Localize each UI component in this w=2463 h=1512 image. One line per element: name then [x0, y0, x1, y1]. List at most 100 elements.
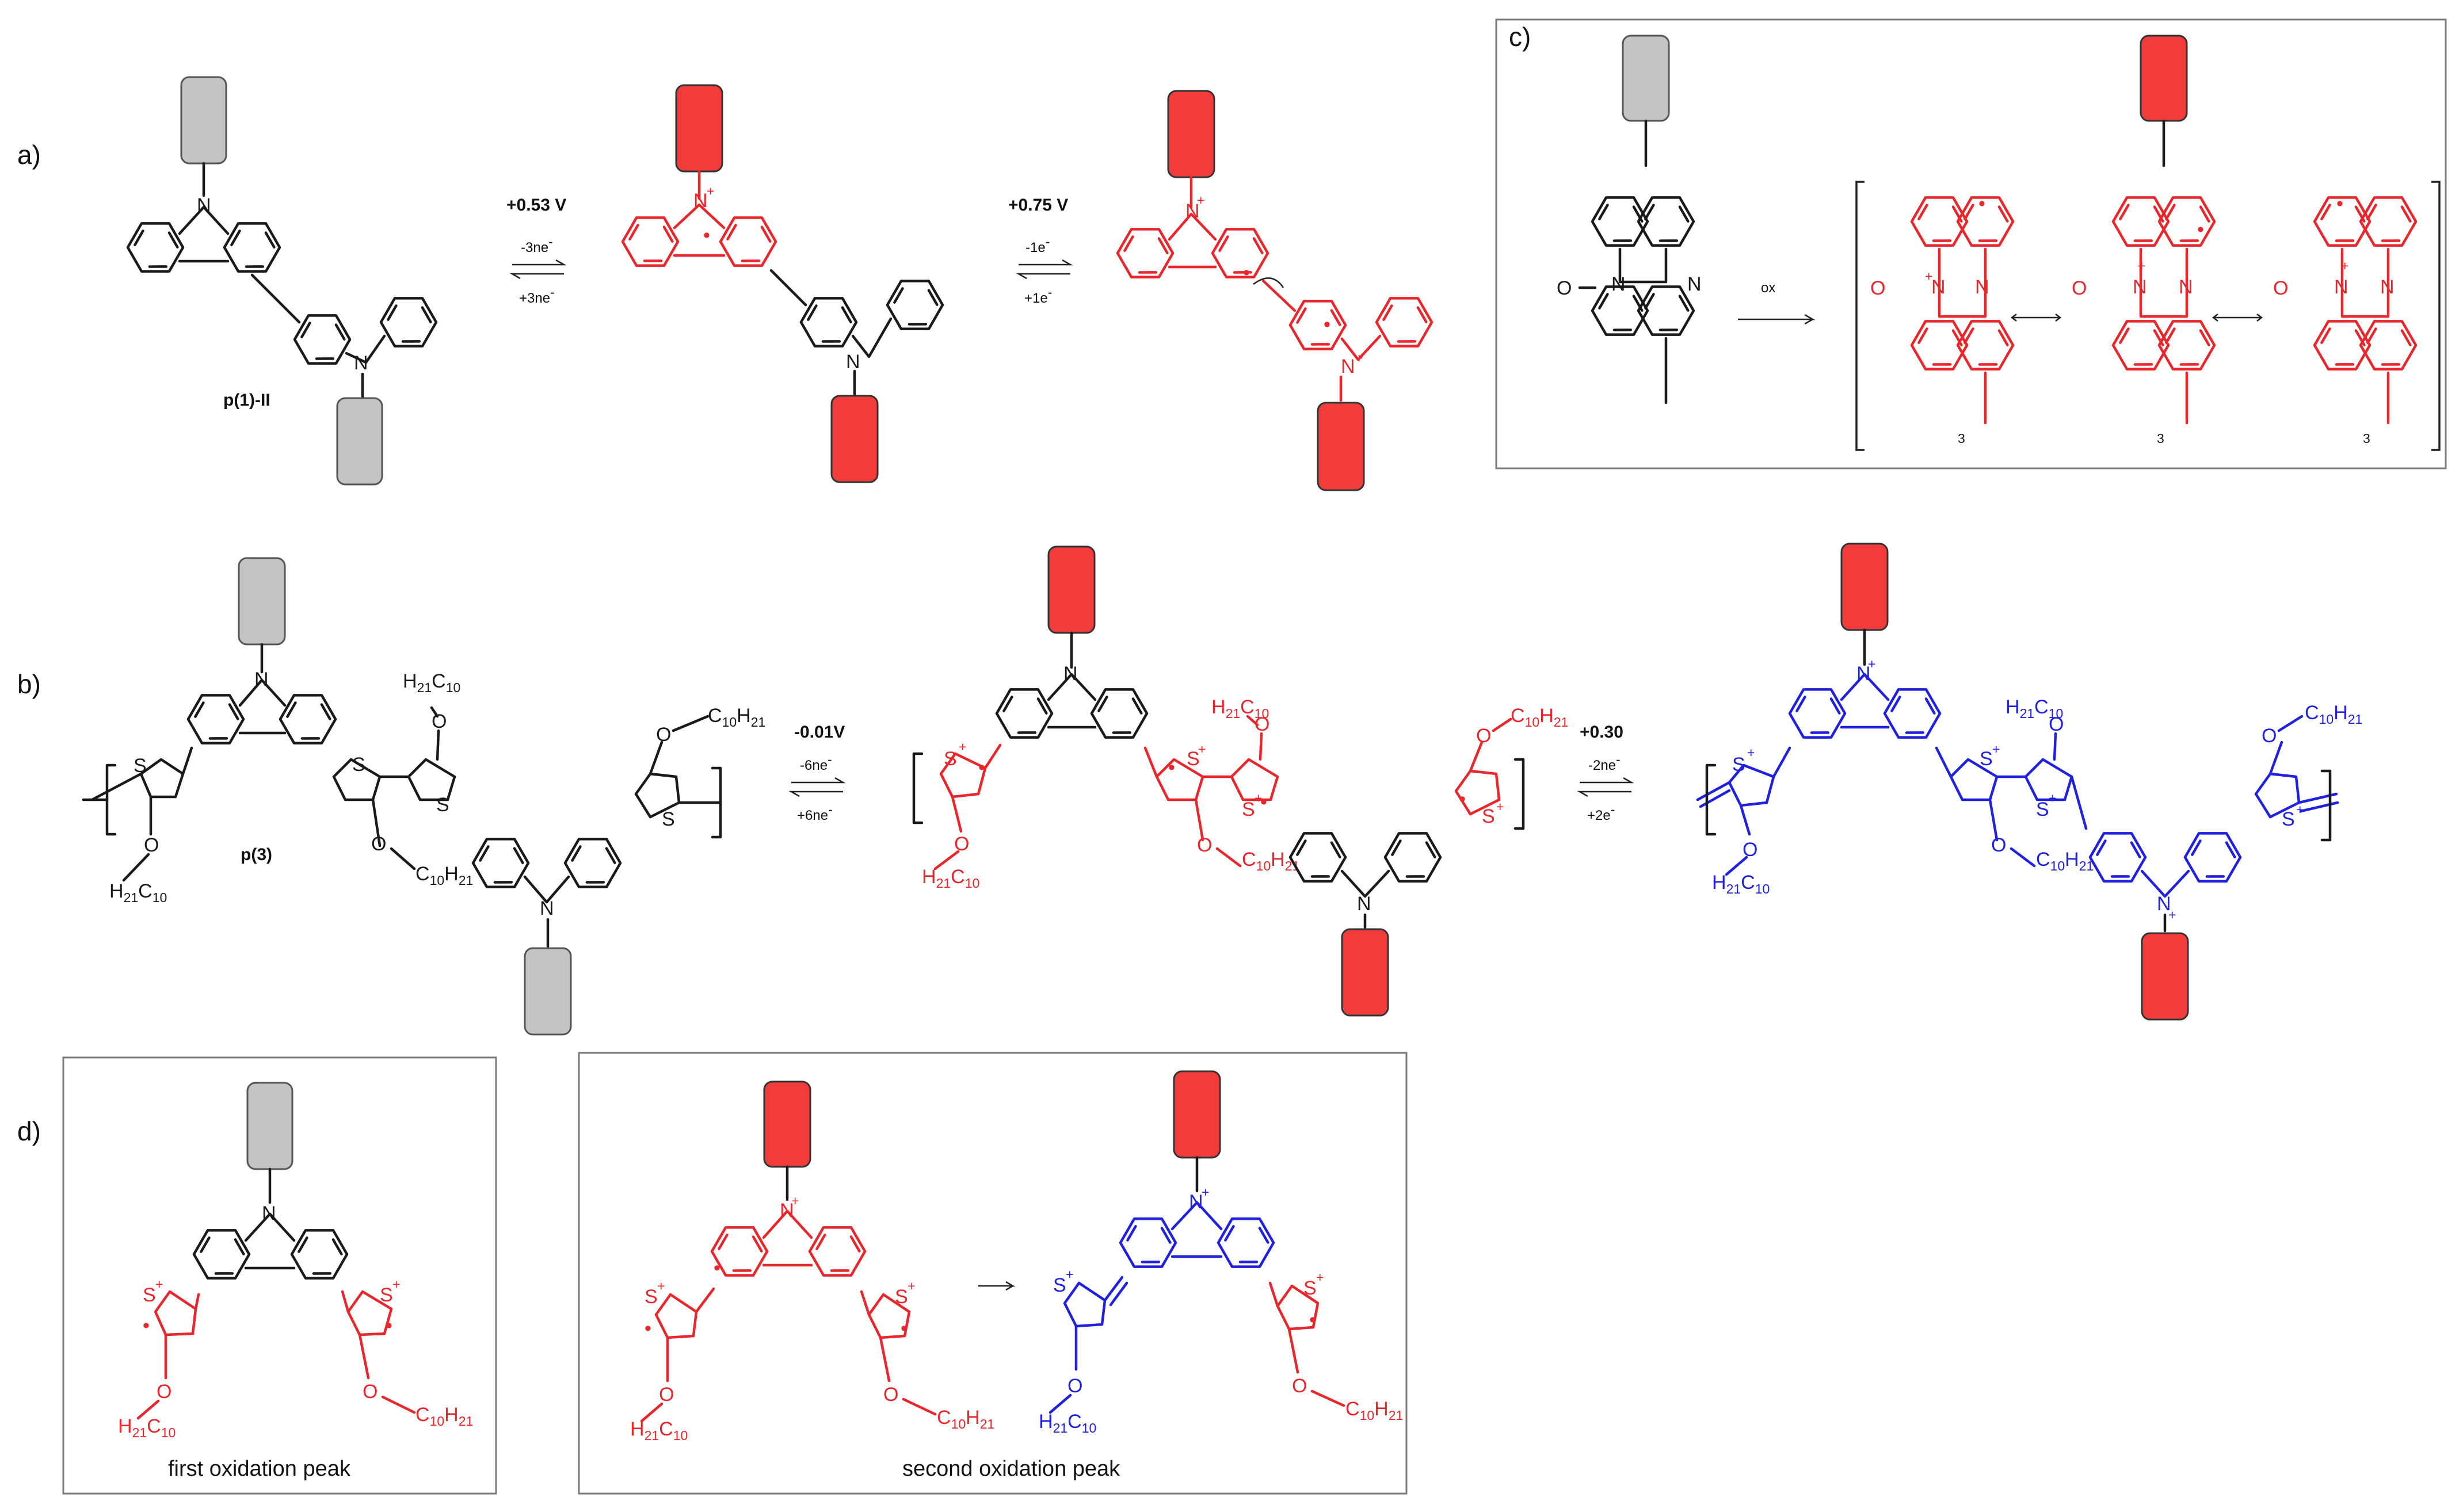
- polymer-bead-red: [1341, 928, 1389, 1017]
- carbazole-b1-top: [181, 678, 342, 755]
- svg-text:O: O: [144, 834, 159, 856]
- svg-text:S: S: [662, 808, 675, 830]
- equilibrium-arrow: [1577, 777, 1634, 797]
- svg-text:•: •: [714, 1257, 720, 1279]
- svg-text:N: N: [780, 1200, 794, 1221]
- carbazole-b3-bottom: [2083, 822, 2247, 898]
- svg-text:H21C10: H21C10: [403, 670, 460, 695]
- panel-d1-box: [62, 1056, 497, 1495]
- electron-step: -1e-: [1025, 234, 1050, 255]
- svg-text:O: O: [1557, 277, 1572, 299]
- svg-text:S: S: [2282, 808, 2295, 830]
- bracket-right: [2320, 769, 2332, 842]
- svg-text:S: S: [436, 794, 449, 816]
- thiophene-b1-right: [634, 740, 721, 819]
- svg-text:+: +: [1316, 1270, 1324, 1285]
- svg-text:+: +: [1355, 350, 1363, 365]
- reaction-arrow: [978, 1281, 1016, 1291]
- electron-step: -2ne-: [1588, 752, 1621, 773]
- svg-text:H21C10: H21C10: [109, 880, 167, 905]
- thiophene-b3-left: [1696, 746, 1791, 836]
- svg-text:S: S: [1303, 1277, 1317, 1299]
- svg-text:•: •: [1168, 757, 1175, 778]
- svg-text:C10H21: C10H21: [2036, 849, 2094, 873]
- polymer-bead-red: [830, 395, 879, 483]
- svg-text:O: O: [656, 724, 671, 746]
- polymer-bead-gray: [336, 397, 383, 486]
- svg-text:N: N: [2157, 893, 2171, 915]
- svg-text:+: +: [155, 1277, 163, 1292]
- svg-text:+: +: [657, 1278, 665, 1293]
- svg-text:H21C10: H21C10: [922, 866, 979, 891]
- thiophene-d2-left: [654, 1287, 715, 1383]
- svg-text:C10H21: C10H21: [1345, 1398, 1403, 1423]
- thiophene-b3-mid: [1935, 732, 2088, 842]
- thiophene-b2-right: [1454, 740, 1501, 816]
- svg-text:•: •: [1309, 1309, 1316, 1331]
- svg-text:•: •: [703, 224, 710, 246]
- svg-text:S: S: [1482, 805, 1495, 827]
- svg-text:C10H21: C10H21: [708, 705, 765, 730]
- polymer-bead-red: [1840, 543, 1889, 631]
- svg-text:•: •: [1324, 314, 1330, 335]
- svg-text:S: S: [2036, 799, 2049, 820]
- svg-text:C10H21: C10H21: [1511, 705, 1568, 730]
- potential-label: +0.30: [1580, 723, 1623, 742]
- svg-text:C10H21: C10H21: [1242, 849, 1299, 873]
- svg-text:•: •: [2197, 219, 2204, 240]
- svg-text:N: N: [354, 352, 368, 374]
- svg-text:H21C10: H21C10: [118, 1415, 176, 1440]
- thiophene-b3-right: [2254, 740, 2339, 819]
- svg-text:O: O: [883, 1384, 898, 1406]
- svg-text:S: S: [1187, 748, 1200, 770]
- svg-text:H21C10: H21C10: [630, 1418, 688, 1443]
- svg-text:S: S: [944, 748, 957, 770]
- electron-step: +2e-: [1587, 802, 1615, 823]
- svg-text:+: +: [1197, 193, 1204, 208]
- thiophene-d1-left: [154, 1290, 200, 1380]
- svg-text:O: O: [2072, 277, 2087, 299]
- svg-text:+: +: [1925, 269, 1932, 284]
- svg-text:N: N: [2133, 276, 2147, 298]
- potential-label: +0.53 V: [506, 196, 566, 215]
- thiophene-b1-mid: [332, 729, 456, 847]
- bracket-right: [1513, 758, 1525, 830]
- svg-text:+: +: [707, 184, 714, 198]
- polymer-bead-red: [1173, 1070, 1221, 1159]
- electron-step: +3ne-: [519, 285, 555, 306]
- bracket-right: [2431, 181, 2441, 451]
- svg-text:N: N: [1687, 273, 1702, 295]
- thiophene-d3-right: [1268, 1281, 1320, 1374]
- electron-step: +1e-: [1024, 285, 1052, 306]
- svg-text:N: N: [1063, 663, 1078, 685]
- svg-text:+: +: [2168, 907, 2176, 922]
- svg-text:O: O: [363, 1381, 378, 1403]
- svg-text:O: O: [1067, 1375, 1082, 1397]
- svg-text:S: S: [1980, 748, 1993, 770]
- svg-text:3: 3: [2157, 431, 2164, 446]
- svg-text:N: N: [1611, 273, 1626, 295]
- svg-text:S: S: [1732, 754, 1745, 776]
- svg-text:H21C10: H21C10: [1039, 1411, 1096, 1435]
- panel-label-b: b): [17, 669, 41, 699]
- svg-text:•: •: [1243, 262, 1250, 284]
- svg-text:N: N: [1357, 893, 1371, 915]
- electron-step: -6ne-: [800, 752, 832, 773]
- svg-text:O: O: [2049, 713, 2064, 735]
- svg-text:+: +: [1198, 742, 1206, 757]
- svg-text:N: N: [693, 190, 708, 212]
- svg-text:N: N: [540, 898, 554, 919]
- svg-text:•: •: [901, 1318, 908, 1339]
- svg-text:+: +: [1868, 656, 1875, 671]
- bracket-left: [1855, 181, 1865, 451]
- svg-text:•: •: [1459, 788, 1466, 810]
- polymer-bead-gray: [246, 1082, 293, 1170]
- polymer-bead-red: [2140, 35, 2188, 122]
- carbazole-b2-bottom: [1283, 822, 1447, 898]
- svg-text:+: +: [1255, 791, 1262, 805]
- carbazole-a3-top: [1111, 212, 1275, 289]
- potential-label: -0.01V: [794, 723, 845, 742]
- svg-text:O: O: [157, 1381, 171, 1403]
- perinone-resonance-3: [2308, 186, 2423, 425]
